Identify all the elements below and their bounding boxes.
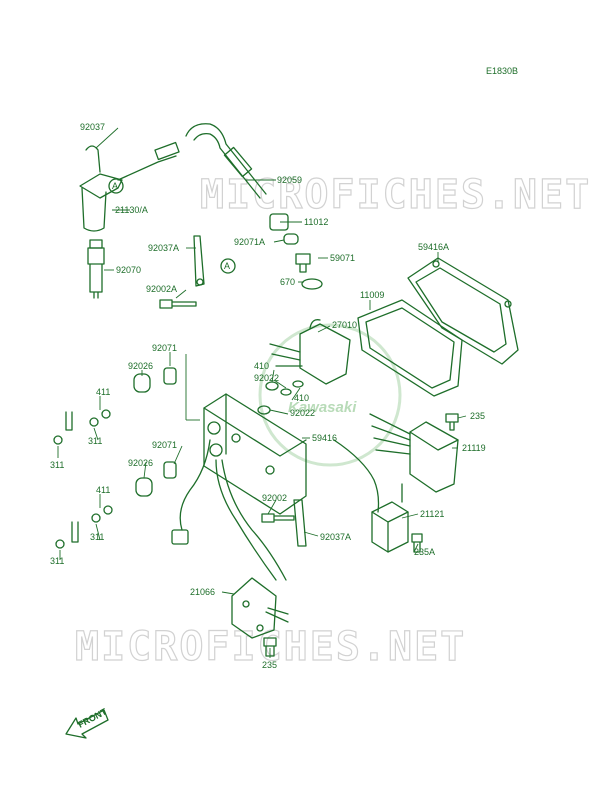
ignition-coil-21121 [333,439,409,553]
label-410-a: 410 [254,361,269,371]
callout-a-2: A [224,261,230,271]
label-59416: 59416 [312,433,337,443]
nuts-left [53,409,113,549]
label-235-b: 235 [262,660,277,670]
label-92002a: 92002A [146,284,177,294]
watermark-top: MICROFICHES.NET [200,172,591,218]
label-311-b: 311 [50,460,64,470]
label-21121: 21121 [420,509,444,519]
label-92026-b: 92026 [128,458,153,468]
bolt-235A [411,533,423,553]
label-92070: 92070 [116,265,141,275]
bolt-235 [445,413,459,431]
label-92002: 92002 [262,493,287,503]
kawasaki-logo-text: Kawasaki [288,399,357,416]
plate-21066 [231,577,289,639]
label-21130a: 21130/A [115,205,148,215]
label-311-a: 311 [88,436,102,446]
label-411-b: 411 [96,485,110,495]
label-92037a-top: 92037A [148,243,179,253]
label-59071: 59071 [330,253,355,263]
label-92037a-bottom: 92037A [320,532,351,542]
label-410-b: 410 [294,393,309,403]
diagram-code: E1830B [486,66,518,76]
bracket-92037A-lower [293,499,307,547]
label-11012: 11012 [304,217,328,227]
electric-case-59416 [171,393,307,581]
front-label: FRONT [76,706,109,730]
label-92071a: 92071A [234,237,265,247]
label-92037: 92037 [80,122,105,132]
callout-circles: A A [108,178,236,274]
part-labels: 92037 92059 21130/A 11012 92071A 92037A … [50,122,486,670]
spark-plug [87,239,105,299]
bracket-92037A [193,235,205,287]
label-92022-a: 92022 [254,373,279,383]
box-cover-59416A [407,257,519,365]
front-arrow: FRONT [65,706,109,739]
kawasaki-logo: Kawasaki [258,323,402,467]
gasket-11009 [357,299,463,397]
label-59416a: 59416A [418,242,449,252]
label-92071-b: 92071 [152,440,177,450]
leader-lines [57,127,467,658]
label-670: 670 [280,277,295,287]
label-92022-b: 92022 [290,408,315,418]
label-92071-a: 92071 [152,343,177,353]
label-92059: 92059 [277,175,302,185]
label-11009: 11009 [360,290,384,300]
label-311-c: 311 [90,532,104,542]
spark-plug-cap [79,141,180,232]
label-411-a: 411 [96,387,110,397]
grommets-92026 [133,367,177,497]
label-21119: 21119 [462,443,486,453]
label-92026-a: 92026 [128,361,153,371]
bolt-92002A [159,299,197,309]
label-235-a: 235 [470,411,485,421]
igniter-21119 [369,413,459,493]
label-235a: 235A [414,547,435,557]
label-311-d: 311 [50,556,64,566]
label-27010: 27010 [332,320,357,330]
bolt-92002 [261,513,295,523]
regulator-27010 [269,319,351,385]
hose [185,123,267,199]
label-21066: 21066 [190,587,215,597]
callout-a-1: A [112,181,118,191]
